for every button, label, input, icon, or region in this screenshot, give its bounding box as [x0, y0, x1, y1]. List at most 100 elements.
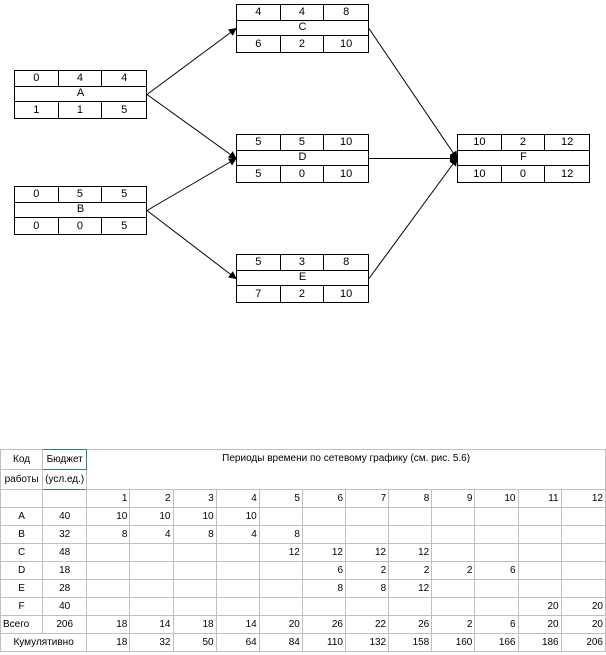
- period-number: 4: [215, 489, 260, 508]
- period-cell: 10: [172, 507, 217, 526]
- period-cell: [129, 579, 174, 598]
- period-cell: [215, 579, 260, 598]
- budget-table: Код Бюджет Периоды времени по сетевому г…: [0, 449, 606, 652]
- node-label: A: [58, 87, 103, 103]
- node-bottom-value: 12: [561, 167, 574, 180]
- period-cell: 12: [388, 579, 433, 598]
- period-cell: [86, 561, 131, 580]
- node-mid-blank: [15, 203, 59, 219]
- node-mid-blank: [15, 87, 59, 103]
- period-number: 12: [560, 489, 606, 508]
- period-cell: [301, 507, 347, 526]
- node-bottom-value: 5: [237, 166, 281, 182]
- node-mid-blank: [458, 151, 502, 167]
- node-bottom-value: 2: [281, 286, 325, 302]
- node-top-value: 4: [280, 5, 325, 21]
- node-mid-blank: [237, 21, 281, 37]
- code-header-line2: работы: [4, 474, 39, 485]
- period-cell: 12: [344, 543, 390, 562]
- work-code: A: [0, 507, 44, 526]
- period-cell: 8: [86, 525, 131, 544]
- cumulative-cell: 132: [344, 633, 390, 652]
- work-budget: 18: [42, 561, 88, 580]
- period-number: 10: [474, 489, 519, 508]
- work-code: F: [0, 597, 44, 616]
- period-cell: [560, 579, 606, 598]
- node-bottom-value: 7: [237, 286, 281, 302]
- period-cell: [129, 561, 174, 580]
- node-bottom-value: 10: [340, 167, 353, 180]
- node-mid-blank: [102, 203, 146, 219]
- period-number: 7: [344, 489, 390, 508]
- cumulative-cell: 158: [388, 633, 433, 652]
- period-cell: 12: [301, 543, 347, 562]
- period-cell: [86, 597, 131, 616]
- period-cell: [517, 507, 562, 526]
- node-bottom-value: 0: [502, 166, 546, 182]
- code-header-cont: работы: [0, 469, 44, 490]
- node-label: E: [280, 271, 325, 287]
- period-cell: [258, 597, 303, 616]
- period-cell: [388, 597, 433, 616]
- cumulative-cell: 186: [517, 633, 562, 652]
- period-cell: [129, 543, 174, 562]
- total-cell: 14: [215, 615, 260, 634]
- period-cell: [431, 543, 476, 562]
- period-number: 8: [388, 489, 433, 508]
- node-label: C: [280, 21, 325, 37]
- period-cell: [431, 597, 476, 616]
- period-cell: 20: [517, 597, 562, 616]
- total-cell: 20: [517, 615, 562, 634]
- node-bottom-value: 6: [237, 36, 281, 52]
- period-cell: [560, 507, 606, 526]
- budget-header-line1: Бюджет: [46, 454, 83, 465]
- period-cell: [344, 597, 390, 616]
- node-top-value: 5: [237, 135, 281, 151]
- budget-table-wrapper: Код Бюджет Периоды времени по сетевому г…: [0, 449, 606, 652]
- node-bottom-value: 0: [15, 218, 59, 234]
- period-number: 5: [258, 489, 303, 508]
- total-cell: 18: [172, 615, 217, 634]
- code-header-line1: Код: [13, 454, 31, 465]
- edge-b-d: [146, 157, 237, 211]
- period-cell: [474, 597, 519, 616]
- cumulative-cell: 110: [301, 633, 347, 652]
- period-cell: 8: [258, 525, 303, 544]
- period-cell: [517, 579, 562, 598]
- node-top-value: 4: [58, 71, 103, 87]
- period-cell: [258, 561, 303, 580]
- period-cell: [301, 525, 347, 544]
- period-cell: [474, 525, 519, 544]
- period-cell: [215, 597, 260, 616]
- period-cell: [388, 525, 433, 544]
- work-budget: 28: [42, 579, 88, 598]
- edge-a-c: [146, 27, 237, 95]
- blank-cell: [0, 489, 44, 508]
- node-top-value: 4: [237, 5, 281, 21]
- cumulative-label: Кумулятивно: [0, 633, 88, 652]
- period-cell: 10: [86, 507, 131, 526]
- node-label: B: [58, 203, 103, 219]
- node-mid-blank: [237, 271, 281, 287]
- node-top-value: 0: [15, 187, 59, 203]
- period-cell: 2: [344, 561, 390, 580]
- cumulative-cell: 206: [560, 633, 606, 652]
- period-cell: [344, 507, 390, 526]
- work-code: D: [0, 561, 44, 580]
- period-cell: [517, 525, 562, 544]
- node-top-value: 5: [237, 255, 281, 271]
- work-code: B: [0, 525, 44, 544]
- total-cell: 20: [258, 615, 303, 634]
- cumulative-cell: 32: [129, 633, 174, 652]
- period-cell: [388, 507, 433, 526]
- node-bottom-value: 5: [121, 219, 128, 232]
- period-cell: [560, 543, 606, 562]
- code-header: Код: [0, 449, 44, 470]
